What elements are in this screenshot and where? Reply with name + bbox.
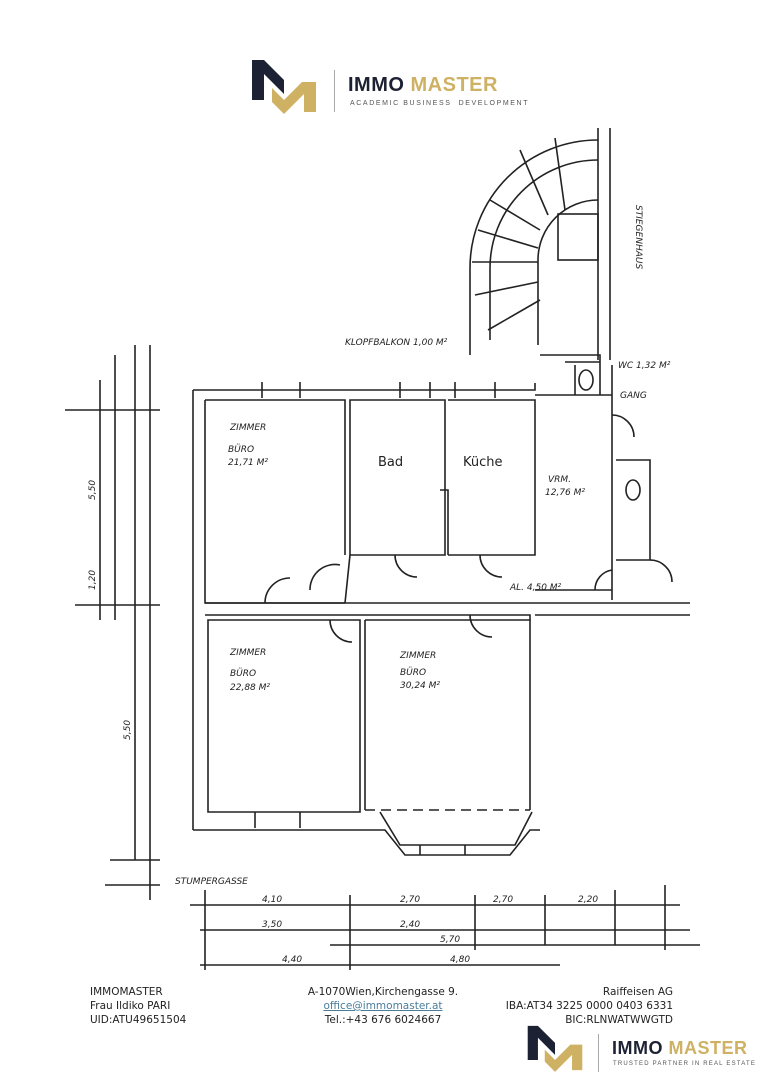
room-bad-label: Bad bbox=[378, 455, 403, 470]
balcony-label: KLOPFBALKON 1,00 M² bbox=[345, 338, 448, 348]
brand-dark: IMMO bbox=[612, 1038, 663, 1058]
wc-label: WC 1,32 M² bbox=[618, 361, 671, 371]
dim-label: 3,50 bbox=[262, 920, 282, 930]
phone: Tel.:+43 676 6024667 bbox=[324, 1014, 442, 1026]
room5-name: ZIMMER bbox=[229, 648, 266, 658]
dim-label: 2,70 bbox=[400, 895, 420, 905]
room1-use: BÜRO bbox=[228, 444, 254, 455]
room6-area: 30,24 M² bbox=[400, 681, 440, 691]
uid: UID:ATU49651504 bbox=[90, 1014, 187, 1026]
vr-label: AL. 4,50 M² bbox=[509, 583, 562, 593]
brand-tagline: ACADEMIC BUSINESS DEVELOPMENT bbox=[350, 100, 530, 107]
company-name: IMMOMASTER bbox=[90, 986, 163, 998]
footer-company: IMMOMASTER Frau Ildiko PARI UID:ATU49651… bbox=[90, 985, 186, 1027]
dim-label: 4,80 bbox=[450, 955, 470, 965]
dim-label: 2,40 bbox=[400, 920, 420, 930]
street-label: STUMPERGASSE bbox=[175, 877, 248, 887]
address: A-1070Wien,Kirchengasse 9. bbox=[307, 986, 459, 998]
room-vrm-area: 12,76 M² bbox=[545, 488, 585, 498]
staircase bbox=[469, 128, 611, 360]
header-logo: IMMO MASTER ACADEMIC BUSINESS DEVELOPMEN… bbox=[250, 58, 527, 114]
room1-name: ZIMMER bbox=[229, 423, 266, 433]
dim-label: 4,10 bbox=[262, 895, 282, 905]
footer-logo: IMMO MASTER TRUSTED PARTNER IN REAL ESTA… bbox=[526, 1024, 761, 1076]
room6-name: ZIMMER bbox=[399, 651, 436, 661]
dim-label: 2,20 bbox=[578, 895, 598, 905]
room5-area: 22,88 M² bbox=[230, 683, 270, 693]
brand-dark: IMMO bbox=[348, 74, 405, 96]
footer-bank: Raiffeisen AG IBA:AT34 3225 0000 0403 63… bbox=[506, 985, 673, 1023]
bank-name: Raiffeisen AG bbox=[602, 986, 673, 998]
stair-label: STIEGENHAUS bbox=[633, 205, 643, 269]
m-logo-icon bbox=[252, 60, 316, 114]
brand-gold: MASTER bbox=[410, 74, 498, 96]
room5-use: BÜRO bbox=[230, 668, 256, 679]
gang-label: GANG bbox=[620, 391, 647, 401]
logo-divider bbox=[598, 1034, 599, 1072]
room1-area: 21,71 M² bbox=[228, 458, 268, 468]
dim-label: 2,70 bbox=[493, 895, 513, 905]
footer-brand-name: IMMO MASTER bbox=[612, 1038, 748, 1059]
footer-contact: A-1070Wien,Kirchengasse 9. office@immoma… bbox=[283, 985, 483, 1027]
logo-divider bbox=[334, 70, 335, 112]
contact-person: Frau Ildiko PARI bbox=[90, 1000, 171, 1012]
m-logo-icon bbox=[527, 1025, 583, 1072]
dim-label: 5,50 bbox=[88, 480, 98, 500]
iban: IBA:AT34 3225 0000 0403 6331 bbox=[505, 1000, 673, 1012]
dim-label: 5,50 bbox=[123, 720, 133, 740]
brand-gold: MASTER bbox=[668, 1038, 748, 1058]
brand-name: IMMO MASTER bbox=[348, 74, 498, 97]
footer-tagline: TRUSTED PARTNER IN REAL ESTATE bbox=[613, 1061, 757, 1067]
bic: BIC:RLNWATWWGTD bbox=[565, 1014, 673, 1023]
dim-label: 1,20 bbox=[88, 570, 98, 590]
room-kueche-label: Küche bbox=[463, 455, 503, 470]
email-link[interactable]: office@immomaster.at bbox=[323, 1000, 443, 1012]
room-vrm-name: VRM. bbox=[548, 475, 571, 485]
dim-label: 5,70 bbox=[440, 935, 460, 945]
room6-use: BÜRO bbox=[400, 667, 426, 678]
dim-label: 4,40 bbox=[282, 955, 302, 965]
